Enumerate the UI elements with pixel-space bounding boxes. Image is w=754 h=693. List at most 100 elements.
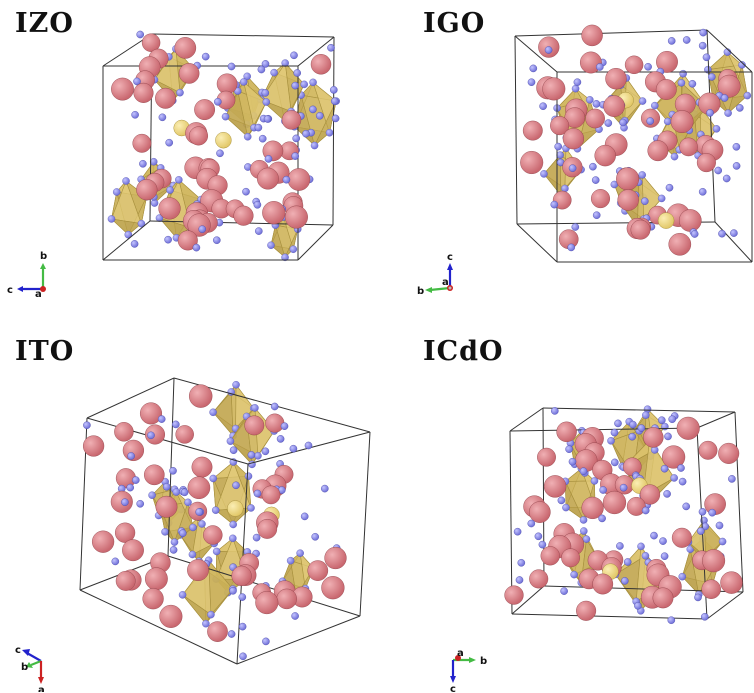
indium-atom [284,205,308,229]
indium-atom [592,573,614,595]
oxygen-atom [573,78,582,86]
panel-ito: c b a ITO [0,336,377,692]
oxygen-atom [571,223,580,231]
izo-axis-center: a [35,289,42,300]
indium-atom [626,496,646,516]
oxygen-atom [189,523,197,532]
oxygen-atom [642,411,650,419]
indium-atom [207,621,228,642]
oxygen-atom [715,521,724,530]
panel-label-icdo: ICdO [423,336,504,367]
oxygen-atom [261,447,270,456]
cell-edge [102,220,151,261]
oxygen-atom [281,253,289,262]
coordination-polyhedron [561,464,599,524]
izo-axis-horizontal: c [7,285,13,296]
coordination-polyhedron [178,556,237,628]
oxygen-atom [538,540,547,549]
oxygen-atom [595,63,604,71]
oxygen-atom [638,171,646,179]
oxygen-atom [137,219,146,228]
oxygen-atom [657,194,666,203]
oxygen-atom [262,98,271,106]
indium-atom [175,425,194,444]
indium-atom [643,427,664,448]
oxygen-atom [718,537,727,546]
panel-label-ito: ITO [15,336,75,367]
oxygen-atom [562,503,570,512]
cell-edge [297,36,335,67]
oxygen-atom [623,558,632,566]
oxygen-atom [238,593,247,601]
oxygen-atom [253,489,262,498]
cell-edge [332,36,335,226]
indium-atom [262,201,286,225]
oxygen-atom [320,484,329,493]
indium-atom [522,120,543,141]
oxygen-atom [688,80,697,88]
indium-atom [231,565,252,586]
oxygen-atom [247,504,255,512]
cell-edge [734,411,744,593]
oxygen-atom [111,557,120,566]
oxygen-atom [164,235,172,244]
indium-atom [203,525,223,545]
oxygen-atom [261,89,270,97]
indium-atom [187,559,209,582]
oxygen-atom [722,174,731,183]
indium-atom [702,549,726,573]
oxygen-atom [698,41,707,50]
indium-atom [630,219,651,240]
oxygen-atom [670,474,678,482]
oxygen-atom [212,236,221,244]
ito-structure-view: c b a [15,377,371,692]
indium-atom [91,530,115,553]
oxygen-atom [178,529,187,537]
oxygen-atom [660,464,669,473]
oxygen-atom [254,123,263,132]
indium-atom [581,496,604,519]
indium-atom [155,87,176,109]
oxygen-atom [286,556,295,565]
indium-atom [188,384,213,408]
indium-atom [139,402,162,425]
indium-atom [143,464,165,486]
oxygen-atom [239,78,248,86]
indium-atom [257,518,278,539]
oxygen-atom [227,62,236,71]
oxygen-atom [310,141,319,150]
oxygen-atom [614,419,622,428]
oxygen-atom [667,616,676,625]
oxygen-atom [657,416,666,424]
oxygen-atom [637,424,646,432]
oxygen-atom [540,170,548,178]
oxygen-atom [253,200,262,209]
oxygen-atom [232,381,240,389]
oxygen-atom [677,464,685,472]
oxygen-atom [192,243,201,252]
indium-atom [624,55,644,75]
indium-atom [504,585,524,605]
oxygen-atom [296,549,304,557]
oxygen-atom [513,527,522,536]
indium-atom [159,604,183,628]
oxygen-atom [131,111,139,119]
oxygen-atom [706,109,714,117]
oxygen-atom [629,420,637,429]
cell-edge [509,407,544,432]
oxygen-atom [304,441,313,450]
oxygen-atom [708,508,717,517]
oxygen-atom [198,225,206,233]
oxygen-atom [592,100,601,108]
oxygen-atom [291,81,300,90]
indium-atom [142,588,164,610]
oxygen-atom [556,151,564,159]
indium-atom [307,560,329,581]
izo-axis-vertical: b [40,251,47,262]
oxygen-atom [634,601,642,610]
cell-edge [86,417,249,465]
oxygen-atom [738,61,746,69]
indium-atom [114,522,136,543]
oxygen-atom [539,102,547,110]
oxygen-atom [136,499,144,508]
